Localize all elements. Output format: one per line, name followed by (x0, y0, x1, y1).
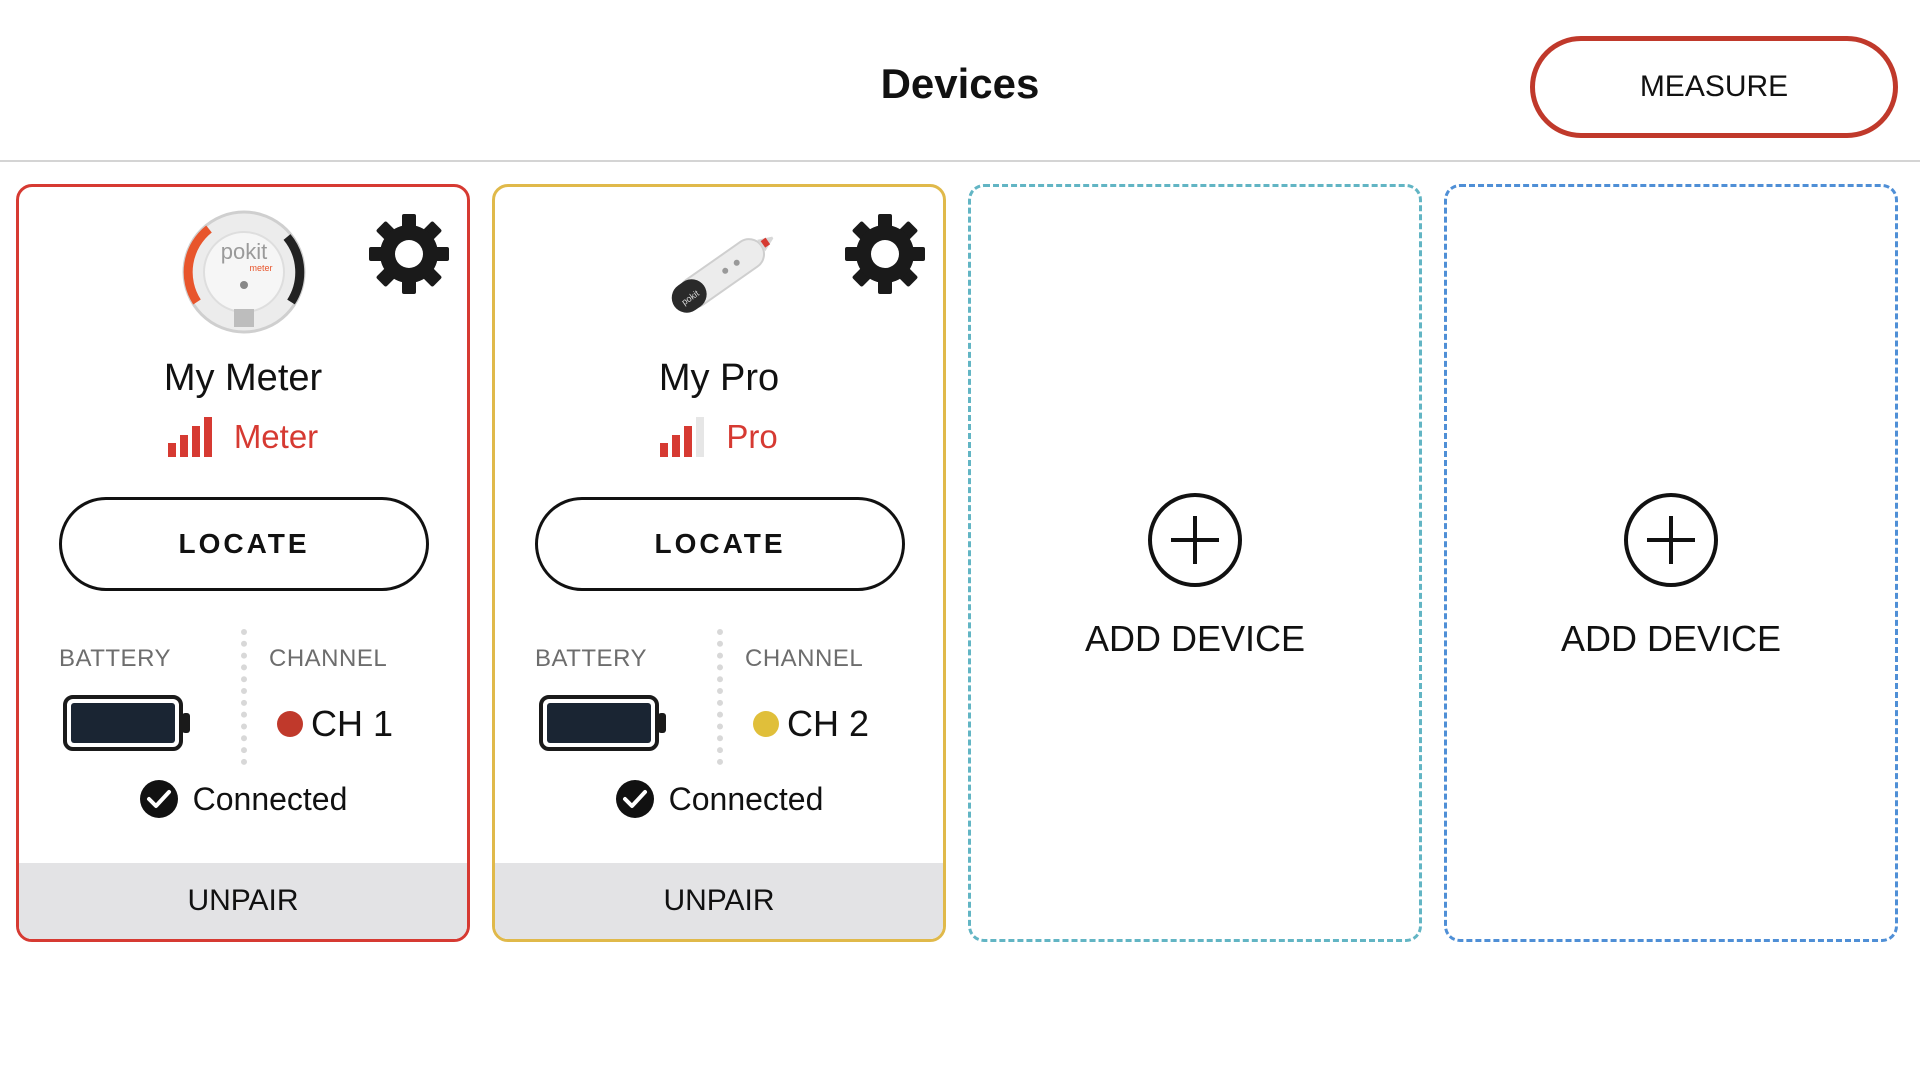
unpair-button[interactable]: UNPAIR (495, 863, 943, 939)
gear-icon[interactable] (843, 212, 927, 296)
connection-status: Connected (19, 779, 467, 819)
channel-color-dot (277, 711, 303, 737)
device-type-label: Meter (233, 418, 319, 455)
locate-button[interactable]: LOCATE (59, 497, 429, 591)
battery-label: BATTERY (59, 645, 171, 672)
locate-button[interactable]: LOCATE (535, 497, 905, 591)
channel-value: CH 1 (311, 703, 394, 744)
device-type: Pro (495, 417, 943, 457)
measure-button[interactable]: MEASURE (1530, 36, 1898, 138)
device-name: My Pro (658, 357, 780, 399)
plus-circle-icon (1148, 493, 1242, 587)
status-text: Connected (192, 780, 348, 817)
svg-text:pokit: pokit (221, 239, 267, 264)
add-device-slot[interactable]: ADD DEVICE (1444, 184, 1898, 942)
channel-label: CHANNEL (269, 645, 388, 672)
plus-circle-icon (1624, 493, 1718, 587)
battery-label: BATTERY (535, 645, 647, 672)
pokit-pro-icon: pokit (671, 236, 774, 313)
signal-bars-icon (660, 417, 705, 457)
pokit-meter-icon: pokit meter (182, 210, 306, 334)
gear-icon[interactable] (367, 212, 451, 296)
add-device-button[interactable]: ADD DEVICE (971, 492, 1419, 660)
battery-icon (539, 695, 666, 751)
connection-status: Connected (495, 779, 943, 819)
add-device-slot[interactable]: ADD DEVICE (968, 184, 1422, 942)
add-device-label: ADD DEVICE (1560, 618, 1782, 659)
channel-color-dot (753, 711, 779, 737)
column-divider (717, 629, 723, 765)
device-type-label: Pro (726, 418, 778, 455)
add-device-button[interactable]: ADD DEVICE (1447, 492, 1895, 660)
add-device-label: ADD DEVICE (1084, 618, 1306, 659)
battery-icon (63, 695, 190, 751)
status-text: Connected (668, 780, 824, 817)
channel-label: CHANNEL (745, 645, 864, 672)
channel-value: CH 2 (787, 703, 870, 744)
device-card-pro: pokit (492, 184, 946, 942)
unpair-button[interactable]: UNPAIR (19, 863, 467, 939)
page-title: Devices (880, 60, 1040, 107)
device-type: Meter (19, 417, 467, 457)
column-divider (241, 629, 247, 765)
check-circle-icon (615, 780, 654, 818)
header: Devices MEASURE (0, 0, 1920, 162)
svg-text:meter: meter (249, 263, 272, 273)
channel-indicator: CH 2 (753, 703, 869, 745)
channel-indicator: CH 1 (277, 703, 393, 745)
device-card-meter: pokit meter My Meter (16, 184, 470, 942)
device-name: My Meter (163, 357, 323, 399)
check-circle-icon (139, 780, 178, 818)
signal-bars-icon (167, 417, 212, 457)
